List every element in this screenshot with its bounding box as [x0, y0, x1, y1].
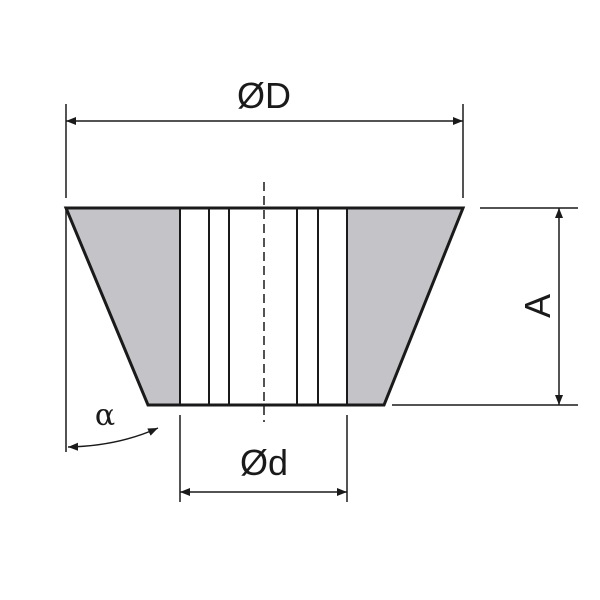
- angle-dimension: [65, 208, 159, 452]
- height-dimension: [392, 207, 578, 406]
- outer-diameter-dimension: [65, 104, 464, 198]
- inner-diameter-dimension: [179, 415, 348, 502]
- angle-arc: [67, 427, 159, 451]
- label-height: A: [517, 294, 558, 318]
- label-angle: α: [95, 398, 115, 433]
- body-outline: [63, 206, 466, 407]
- label-inner-diameter: Ød: [240, 442, 288, 483]
- right-cone-section: [347, 208, 463, 405]
- bore-lines: [179, 208, 348, 405]
- left-cone-section: [66, 208, 180, 405]
- label-outer-diameter: ØD: [237, 75, 291, 116]
